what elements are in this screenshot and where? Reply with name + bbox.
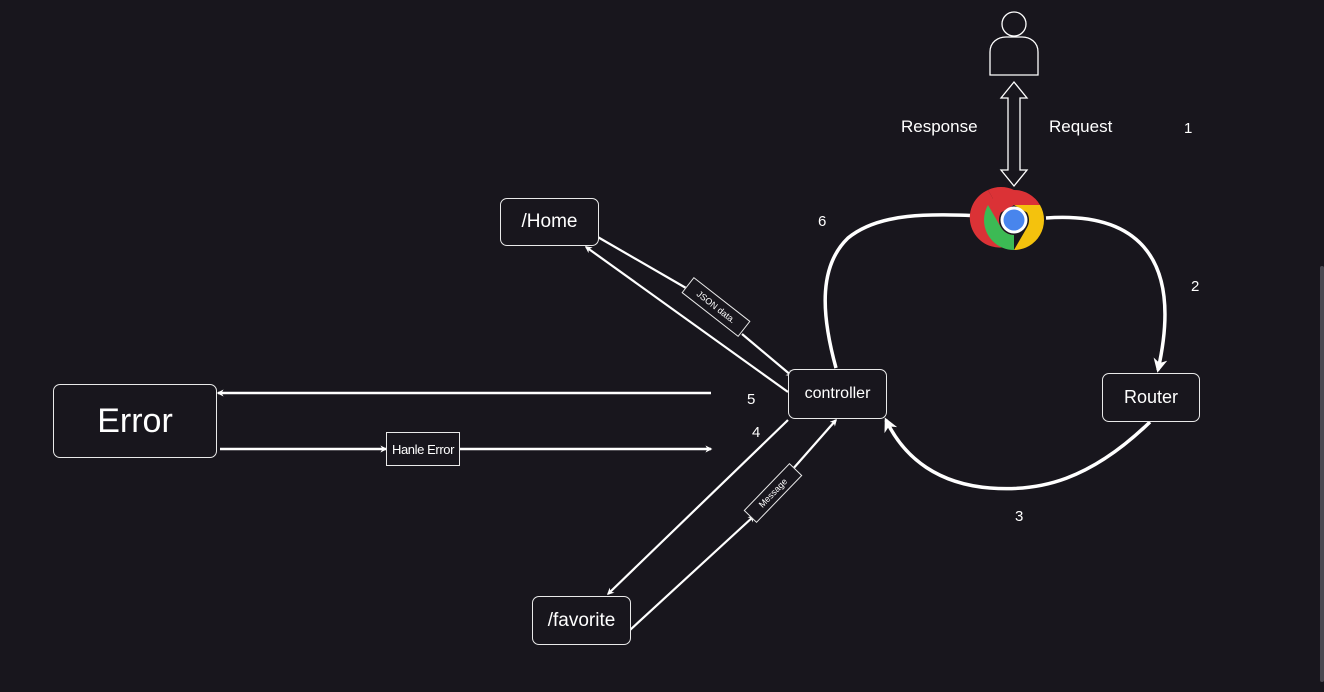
vertical-scrollbar[interactable] [1320, 266, 1324, 682]
router-to-controller-arrow [884, 417, 1152, 491]
favorite-to-message-arrow [629, 515, 756, 631]
error-node[interactable]: Error [53, 384, 217, 458]
controller-to-browser-arrow [823, 208, 987, 369]
message-to-controller-arrow [791, 418, 837, 471]
controller-to-favorite-arrow [606, 419, 789, 595]
step-4-label: 4 [752, 424, 761, 441]
step-1-label: 1 [1184, 120, 1193, 137]
router-node[interactable]: Router [1102, 373, 1200, 422]
response-label: Response [901, 117, 978, 136]
request-response-arrow [999, 80, 1029, 188]
step-3-label: 3 [1015, 508, 1024, 525]
handle-error-tag: Hanle Error [386, 432, 460, 466]
step-5-label: 5 [747, 391, 756, 408]
request-label: Request [1049, 117, 1113, 136]
step-2-label: 2 [1191, 278, 1200, 295]
favorite-node[interactable]: /favorite [532, 596, 631, 645]
home-node[interactable]: /Home [500, 198, 599, 246]
controller-node[interactable]: controller [788, 369, 887, 419]
controller-to-home-arrow [584, 246, 789, 393]
step-6-label: 6 [818, 213, 827, 230]
browser-to-router-arrow [1045, 215, 1168, 373]
home-to-json-arrow [595, 235, 687, 289]
json-to-controller-arrow [741, 333, 794, 377]
